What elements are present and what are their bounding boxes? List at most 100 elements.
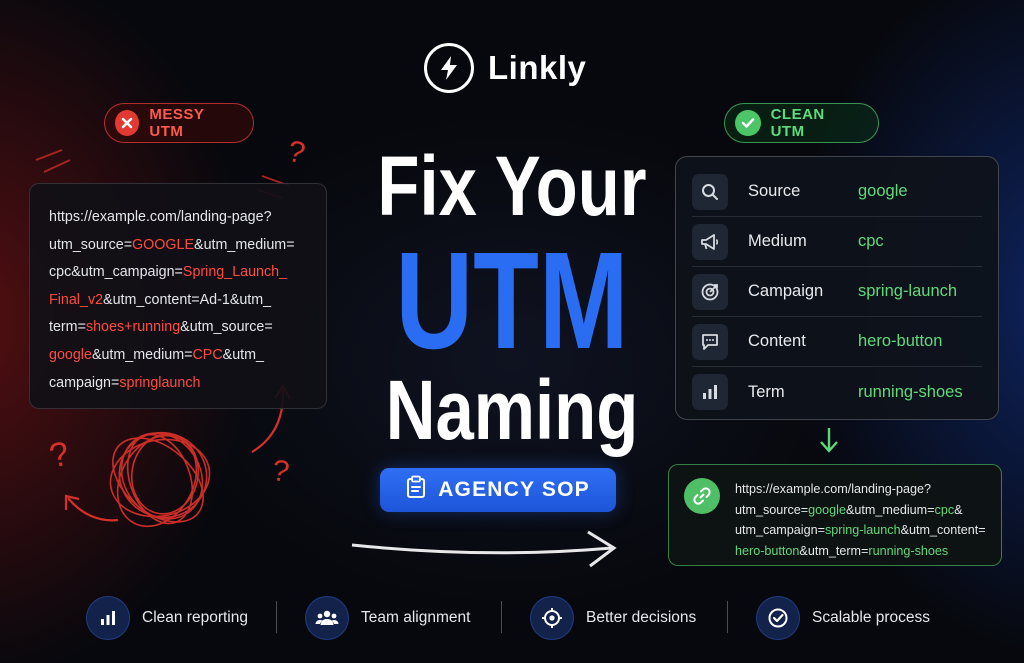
lightning-icon bbox=[424, 43, 474, 93]
title-line-3: Naming bbox=[385, 363, 639, 457]
url-text-error: CPC bbox=[192, 346, 223, 363]
utm-key: Campaign bbox=[748, 282, 824, 300]
messy-utm-badge: MESSY UTM bbox=[104, 103, 254, 143]
url-text-clean: cpc bbox=[934, 502, 955, 517]
utm-value: running-shoes bbox=[858, 382, 963, 401]
brand-logo: Linkly bbox=[424, 42, 586, 94]
utm-row-medium: Medium cpc bbox=[692, 217, 982, 267]
url-text: https://example.com/landing-page? bbox=[49, 209, 272, 225]
url-text: utm_source= bbox=[735, 502, 809, 517]
utm-row-term: Term running-shoes bbox=[692, 367, 982, 417]
utm-key: Content bbox=[748, 332, 806, 350]
x-icon bbox=[115, 110, 140, 136]
url-text: utm_campaign= bbox=[735, 523, 825, 537]
down-arrow-green bbox=[820, 428, 838, 453]
url-text-clean: running-shoes bbox=[868, 543, 949, 558]
target-icon bbox=[692, 273, 728, 310]
utm-value: hero-button bbox=[858, 332, 943, 350]
url-text-error: google bbox=[49, 346, 92, 363]
url-text: &utm_ bbox=[222, 346, 264, 363]
title-line-2: UTM bbox=[395, 224, 629, 378]
url-line: utm_campaign=spring-launch&utm_content= bbox=[735, 520, 993, 541]
feature-better-decisions: Better decisions bbox=[530, 596, 696, 640]
utm-value: spring-launch bbox=[858, 282, 958, 300]
utm-key: Source bbox=[748, 182, 801, 200]
scribble-arrow-left-head bbox=[64, 494, 80, 510]
url-text-error: shoes+running bbox=[85, 319, 181, 336]
feature-label: Team alignment bbox=[361, 609, 471, 626]
url-text-error: Spring_Launch_ bbox=[182, 264, 288, 281]
brand-name: Linkly bbox=[488, 49, 587, 86]
divider bbox=[276, 601, 277, 633]
utm-row-content: Content hero-button bbox=[692, 317, 982, 367]
feature-label: Scalable process bbox=[812, 609, 931, 626]
team-icon bbox=[305, 596, 349, 640]
check-circle-icon bbox=[756, 596, 800, 640]
chat-icon bbox=[692, 323, 728, 360]
url-text: &utm_medium= bbox=[194, 236, 295, 253]
url-text: & bbox=[954, 502, 963, 517]
url-text-error: Final_v2 bbox=[49, 291, 104, 308]
url-text: &utm_content=Ad-1&utm_ bbox=[103, 291, 272, 308]
url-line: term=shoes+running&utm_source= bbox=[49, 314, 310, 342]
url-text-error: springlaunch bbox=[119, 374, 201, 391]
swoosh-arrow bbox=[351, 543, 613, 555]
clipboard-icon bbox=[406, 475, 426, 505]
url-text: utm_source= bbox=[49, 236, 133, 253]
clean-badge-label: CLEAN UTM bbox=[770, 106, 825, 140]
clean-utm-table: Source google Medium cpc Campaign spring… bbox=[675, 156, 999, 420]
url-text-error: GOOGLE bbox=[132, 236, 195, 253]
swoosh-arrow-head bbox=[587, 530, 617, 568]
url-text: campaign= bbox=[49, 374, 120, 391]
utm-key: Term bbox=[748, 382, 785, 401]
url-line: hero-button&utm_term=running-shoes bbox=[735, 541, 993, 562]
utm-row-source: Source google bbox=[692, 167, 982, 217]
link-icon bbox=[684, 478, 720, 514]
url-line: https://example.com/landing-page? bbox=[735, 479, 993, 500]
utm-key: Medium bbox=[748, 232, 807, 250]
title-line-1: Fix Your bbox=[377, 139, 647, 233]
url-line: cpc&utm_campaign=Spring_Launch_ bbox=[49, 259, 310, 287]
feature-team-alignment: Team alignment bbox=[305, 596, 470, 640]
url-text: cpc&utm_campaign= bbox=[49, 264, 183, 281]
url-line: google&utm_medium=CPC&utm_ bbox=[49, 342, 310, 370]
url-text: term= bbox=[49, 319, 86, 336]
clean-url-box: https://example.com/landing-page? utm_so… bbox=[668, 464, 1002, 566]
agency-sop-label: AGENCY SOP bbox=[438, 478, 590, 501]
utm-value: google bbox=[858, 182, 908, 200]
messy-badge-label: MESSY UTM bbox=[149, 106, 205, 140]
divider bbox=[727, 601, 728, 633]
url-line: utm_source=GOOGLE&utm_medium= bbox=[49, 232, 310, 260]
messy-url-box: https://example.com/landing-page? utm_so… bbox=[29, 183, 327, 409]
feature-clean-reporting: Clean reporting bbox=[86, 596, 248, 640]
url-text: https://example.com/landing-page? bbox=[735, 482, 932, 496]
scribble-dashes-left bbox=[35, 149, 71, 173]
utm-row-campaign: Campaign spring-launch bbox=[692, 267, 982, 317]
url-text: &utm_source= bbox=[180, 319, 273, 336]
url-text: &utm_term= bbox=[799, 543, 869, 558]
url-line: utm_source=google&utm_medium=cpc& bbox=[735, 500, 993, 521]
utm-value: cpc bbox=[858, 232, 884, 250]
url-line: campaign=springlaunch bbox=[49, 370, 310, 398]
search-icon bbox=[692, 173, 728, 210]
target-icon bbox=[530, 596, 574, 640]
agency-sop-button[interactable]: AGENCY SOP bbox=[380, 468, 616, 512]
bar-chart-icon bbox=[692, 374, 728, 410]
url-text: &utm_medium= bbox=[845, 502, 935, 517]
feature-label: Better decisions bbox=[586, 609, 697, 626]
check-icon bbox=[735, 110, 761, 136]
bar-chart-icon bbox=[86, 596, 130, 640]
scribble-ball bbox=[109, 431, 211, 528]
url-text: &utm_content= bbox=[900, 523, 986, 537]
scribble-arrow-left bbox=[67, 497, 119, 522]
url-line: https://example.com/landing-page? bbox=[49, 204, 310, 232]
megaphone-icon bbox=[692, 223, 728, 260]
clean-utm-badge: CLEAN UTM bbox=[724, 103, 879, 143]
url-text-clean: spring-launch bbox=[824, 523, 901, 537]
url-text-clean: google bbox=[808, 502, 846, 517]
feature-scalable-process: Scalable process bbox=[756, 596, 930, 640]
url-text: &utm_medium= bbox=[91, 346, 193, 363]
url-line: Final_v2&utm_content=Ad-1&utm_ bbox=[49, 287, 310, 315]
url-text-clean: hero-button bbox=[735, 543, 800, 558]
feature-label: Clean reporting bbox=[142, 609, 248, 626]
